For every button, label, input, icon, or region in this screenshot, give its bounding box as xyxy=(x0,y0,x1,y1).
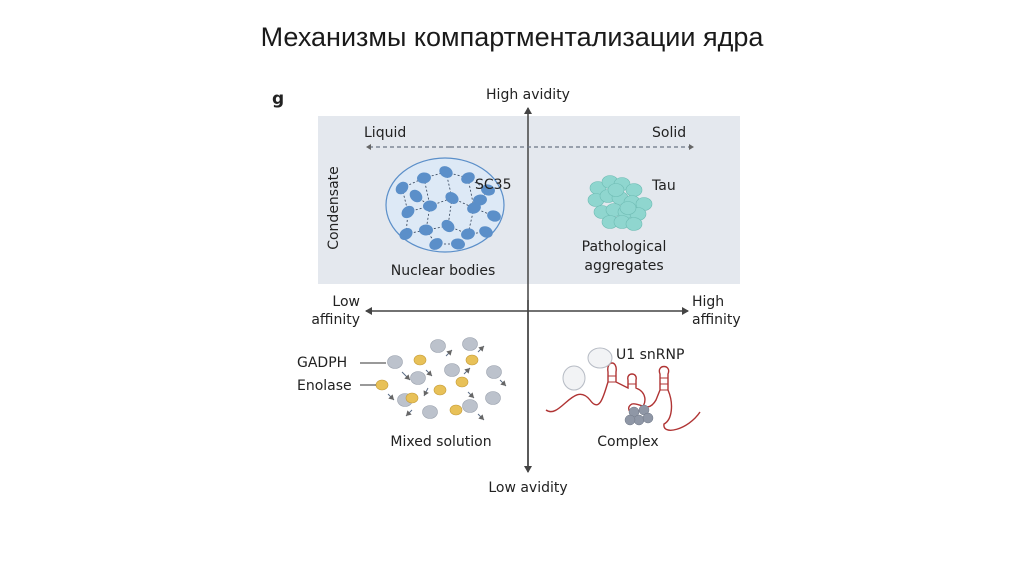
sc35-blob xyxy=(401,205,415,219)
motion-arrow xyxy=(423,387,429,397)
sm-ring-protein xyxy=(642,412,654,424)
motion-arrow xyxy=(445,349,453,357)
motion-arrow xyxy=(387,393,395,401)
enolase-label: Enolase xyxy=(297,378,352,394)
sc35-blob xyxy=(419,224,433,236)
condensate-region xyxy=(318,116,740,284)
sc35-blob xyxy=(451,238,465,250)
sc35-blob xyxy=(461,172,475,184)
nuclear-body-outline xyxy=(385,157,505,253)
sc35-blob xyxy=(487,210,501,222)
sc35-blob xyxy=(473,194,487,206)
motion-arrow xyxy=(425,369,433,377)
sc35-blob xyxy=(409,189,423,203)
gadph-molecule xyxy=(430,339,446,353)
sc35-blob xyxy=(441,219,455,233)
enolase-molecule xyxy=(413,354,427,366)
tau-blob xyxy=(625,183,643,197)
sc35-blob xyxy=(417,172,431,184)
motion-arrow xyxy=(463,367,471,375)
enolase-molecule xyxy=(455,376,469,388)
liquid-label: Liquid xyxy=(364,125,406,141)
tau-blob xyxy=(619,201,637,215)
nuclear-link xyxy=(467,231,487,235)
sc35-blob xyxy=(461,228,475,240)
tau-aggregate-illustration xyxy=(587,175,653,231)
sc35-blob xyxy=(481,184,495,196)
sc35-blob xyxy=(439,166,453,178)
motion-arrow xyxy=(405,409,413,417)
enolase-molecule xyxy=(433,384,447,396)
nuclear-body-illustration xyxy=(385,157,505,253)
u1-protein xyxy=(587,347,613,369)
sc35-blob xyxy=(395,181,409,195)
gadph-molecule xyxy=(387,355,403,369)
gadph-molecule xyxy=(462,337,478,351)
motion-arrow xyxy=(467,391,475,399)
gadph-molecule xyxy=(422,405,438,419)
tau-blob xyxy=(607,183,625,197)
motion-arrow xyxy=(477,345,485,353)
motion-arrow xyxy=(499,379,507,387)
sc35-label: SC35 xyxy=(475,177,511,193)
gadph-molecule xyxy=(485,391,501,405)
sc35-blob xyxy=(423,200,437,212)
gadph-label: GADPH xyxy=(297,355,347,371)
mixed-solution-illustration xyxy=(375,337,507,421)
slide-title: Механизмы компартментализации ядра xyxy=(260,22,764,52)
tau-blob xyxy=(625,217,643,231)
condensate-label: Condensate xyxy=(326,166,342,250)
u1-snrnp-complex-illustration xyxy=(545,347,701,431)
enolase-molecule xyxy=(405,392,419,404)
motion-arrow xyxy=(401,371,411,381)
enolase-molecule xyxy=(449,404,463,416)
sm-ring-protein xyxy=(624,414,636,426)
u1-snrnp-label: U1 snRNP xyxy=(616,347,684,363)
nuclear-link xyxy=(425,229,437,245)
gadph-molecule xyxy=(444,363,460,377)
sm-ring-protein xyxy=(633,414,645,426)
gadph-molecule xyxy=(486,365,502,379)
gadph-molecule xyxy=(462,399,478,413)
axis-right-label-line2: affinity xyxy=(692,312,741,328)
pathological-caption-line2: aggregates xyxy=(584,258,663,274)
axis-right-label-line1: High xyxy=(692,294,724,310)
nuclear-link xyxy=(415,195,431,207)
solid-label: Solid xyxy=(652,125,686,141)
pathological-caption-line1: Pathological xyxy=(582,239,667,255)
gadph-molecule xyxy=(410,371,426,385)
sc35-blob xyxy=(445,191,459,205)
motion-arrow xyxy=(477,413,485,421)
mixed-solution-caption: Mixed solution xyxy=(390,434,491,450)
nuclear-bodies-caption: Nuclear bodies xyxy=(391,263,495,279)
sc35-blob xyxy=(479,226,493,238)
axis-bottom-label: Low avidity xyxy=(488,480,567,496)
panel-letter: g xyxy=(272,89,284,109)
u1-protein xyxy=(562,365,586,391)
axis-top-label: High avidity xyxy=(486,87,570,103)
enolase-molecule xyxy=(465,354,479,366)
enolase-molecule xyxy=(375,379,389,391)
sc35-blob xyxy=(399,227,413,241)
tau-label: Tau xyxy=(651,178,676,194)
complex-caption: Complex xyxy=(597,434,658,450)
sc35-blob xyxy=(429,238,443,250)
axis-left-label-line1: Low xyxy=(332,294,360,310)
axis-left-label-line2: affinity xyxy=(311,312,360,328)
